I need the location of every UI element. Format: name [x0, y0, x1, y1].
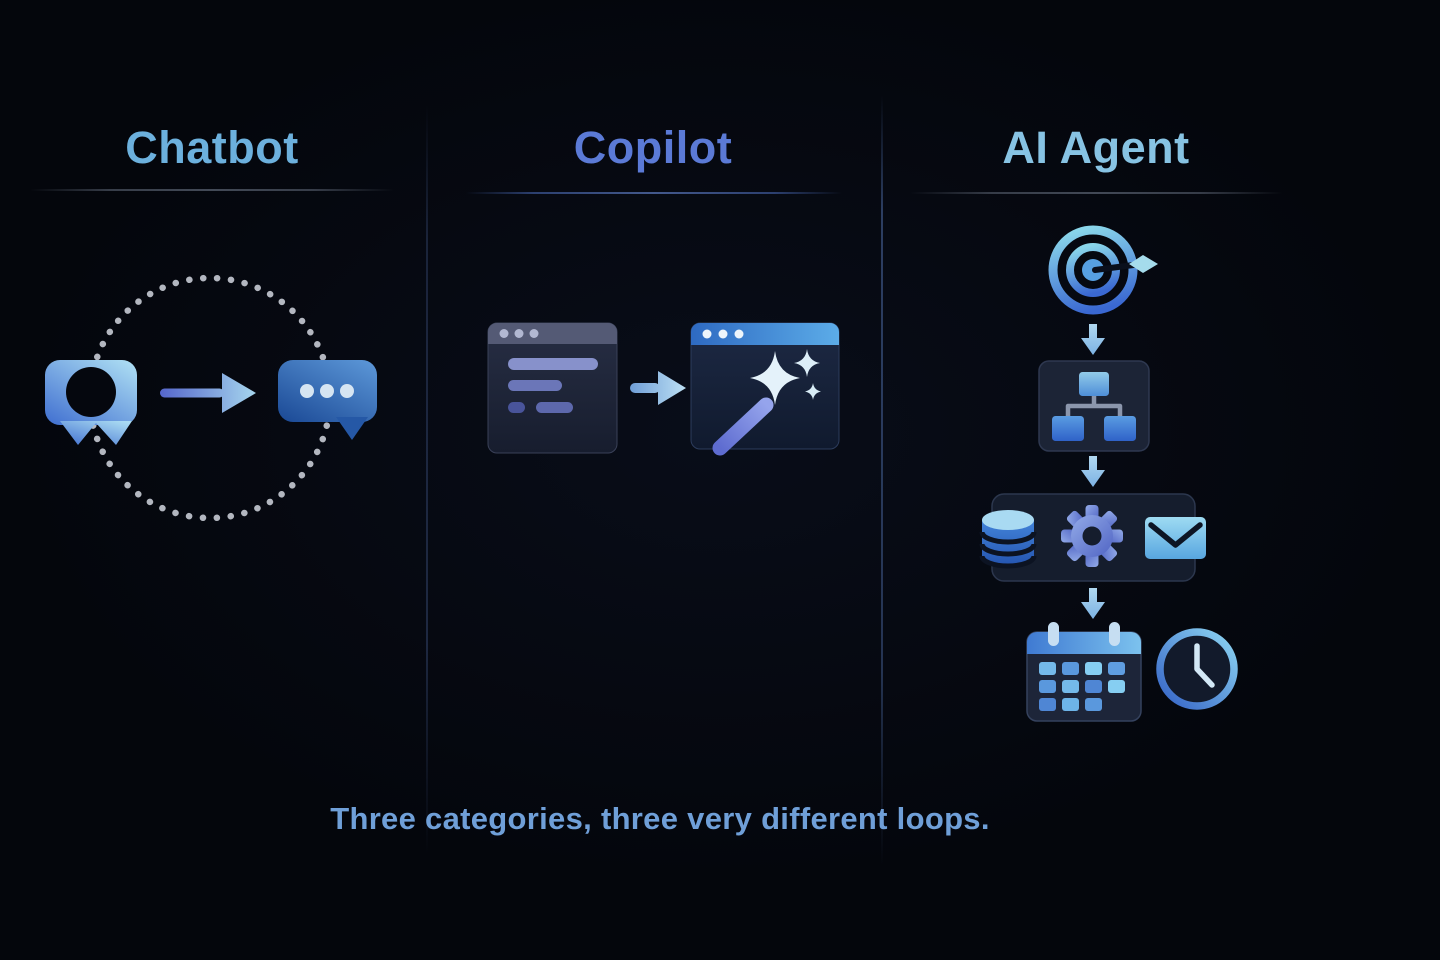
column-divider-2 [881, 95, 883, 865]
user-message-bubble-icon [45, 360, 137, 445]
down-arrow-icon [1081, 588, 1105, 619]
target-goal-icon [1048, 225, 1158, 315]
column-underline-ai-agent [910, 192, 1282, 194]
down-arrow-icon [1081, 456, 1105, 487]
column-underline-chatbot [30, 189, 394, 191]
down-arrow-icon [1081, 324, 1105, 355]
calendar-grid [1039, 662, 1125, 711]
bot-typing-bubble-icon [278, 360, 377, 440]
mail-icon [1145, 517, 1206, 559]
flow-arrow-icon [630, 371, 686, 405]
copilot-flow-art [487, 322, 840, 456]
calendar-icon [1026, 622, 1142, 722]
column-title-chatbot: Chatbot [125, 122, 299, 173]
code-editor-window-icon [487, 322, 618, 454]
gear-icon [1061, 505, 1123, 567]
column-divider-1 [426, 105, 428, 855]
clock-icon [1156, 628, 1238, 710]
agent-tools-panel [979, 493, 1206, 582]
flow-arrow-icon [160, 373, 256, 413]
magic-wand-window-icon [690, 322, 840, 456]
column-title-ai-agent: AI Agent [1002, 122, 1190, 173]
column-title-copilot: Copilot [573, 122, 733, 173]
plan-flowchart-icon [1038, 360, 1150, 452]
magic-wand-icon [712, 349, 821, 456]
database-icon [979, 510, 1037, 569]
column-underline-copilot [466, 192, 842, 194]
chatbot-loop-art [45, 274, 377, 522]
caption-text: Three categories, three very different l… [330, 801, 990, 836]
